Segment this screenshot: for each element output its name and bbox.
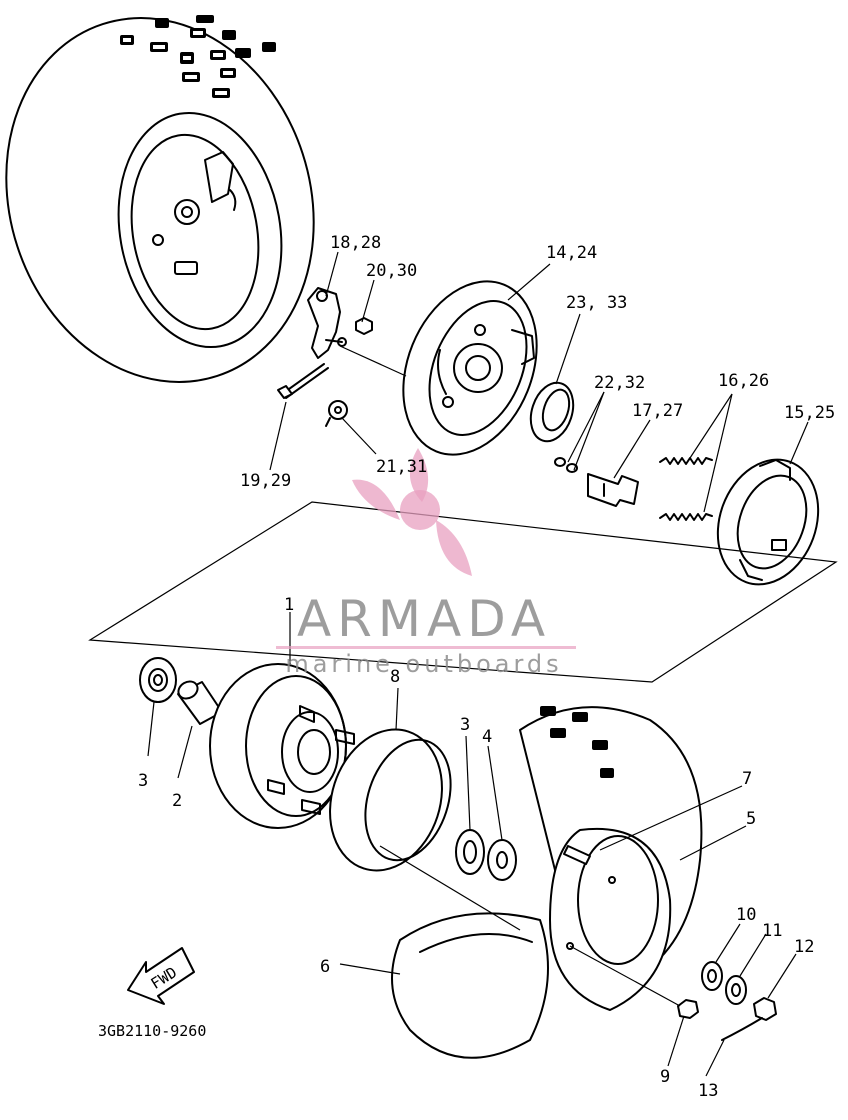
label-7: 7 xyxy=(742,769,752,789)
leader-lines xyxy=(147,251,809,1077)
rim-bolt xyxy=(563,845,591,865)
cotter-pin-13 xyxy=(721,1017,763,1041)
brake-drum-ring xyxy=(329,728,452,872)
label-6: 6 xyxy=(320,957,330,977)
assembly-group-outline xyxy=(88,501,838,683)
oil-seal xyxy=(529,381,575,443)
label-3a: 3 xyxy=(138,771,148,791)
front-tire-assembly xyxy=(5,15,315,383)
part-labels: 18,28 20,30 14,24 23, 33 22,32 16,26 17,… xyxy=(138,233,835,1101)
brake-springs xyxy=(659,457,713,521)
watermark-subtitle: marine outboards xyxy=(285,650,562,678)
washer-11 xyxy=(725,975,747,1005)
brake-camshaft xyxy=(587,473,639,507)
brake-shoes xyxy=(716,458,820,586)
diagram-code: 3GB2110-9260 xyxy=(98,1022,206,1040)
brake-panel xyxy=(402,280,538,456)
bearing-left xyxy=(139,657,177,703)
label-8: 8 xyxy=(390,667,400,687)
propeller-logo xyxy=(352,448,472,576)
label-10: 10 xyxy=(736,905,756,925)
castle-nut-12 xyxy=(753,997,777,1021)
label-16-26: 16,26 xyxy=(718,371,769,391)
label-13: 13 xyxy=(698,1081,718,1101)
rear-tire-and-rim xyxy=(391,706,703,1059)
label-17-27: 17,27 xyxy=(632,401,683,421)
label-21-31: 21,31 xyxy=(376,457,427,477)
wheel-hub-drum xyxy=(209,663,355,829)
o-rings xyxy=(554,457,578,473)
label-14-24: 14,24 xyxy=(546,243,597,263)
watermark-title: ARMADA xyxy=(297,590,551,648)
axle-nut-9 xyxy=(677,999,699,1019)
label-23-33: 23, 33 xyxy=(566,293,627,313)
label-22-32: 22,32 xyxy=(594,373,645,393)
label-19-29: 19,29 xyxy=(240,471,291,491)
label-4: 4 xyxy=(482,727,492,747)
label-3b: 3 xyxy=(460,715,470,735)
label-12: 12 xyxy=(794,937,814,957)
label-11: 11 xyxy=(762,921,782,941)
washer-10 xyxy=(701,961,723,991)
label-5: 5 xyxy=(746,809,756,829)
label-20-30: 20,30 xyxy=(366,261,417,281)
brake-cam-lever-assembly xyxy=(277,287,373,427)
label-1: 1 xyxy=(284,595,294,615)
armada-watermark: ARMADA marine outboards xyxy=(276,448,576,678)
collar xyxy=(487,839,517,881)
label-18-28: 18,28 xyxy=(330,233,381,253)
forward-direction-arrow: FWD xyxy=(127,947,195,1005)
label-2: 2 xyxy=(172,791,182,811)
label-15-25: 15,25 xyxy=(784,403,835,423)
bearing-right xyxy=(455,829,485,875)
label-9: 9 xyxy=(660,1067,670,1087)
